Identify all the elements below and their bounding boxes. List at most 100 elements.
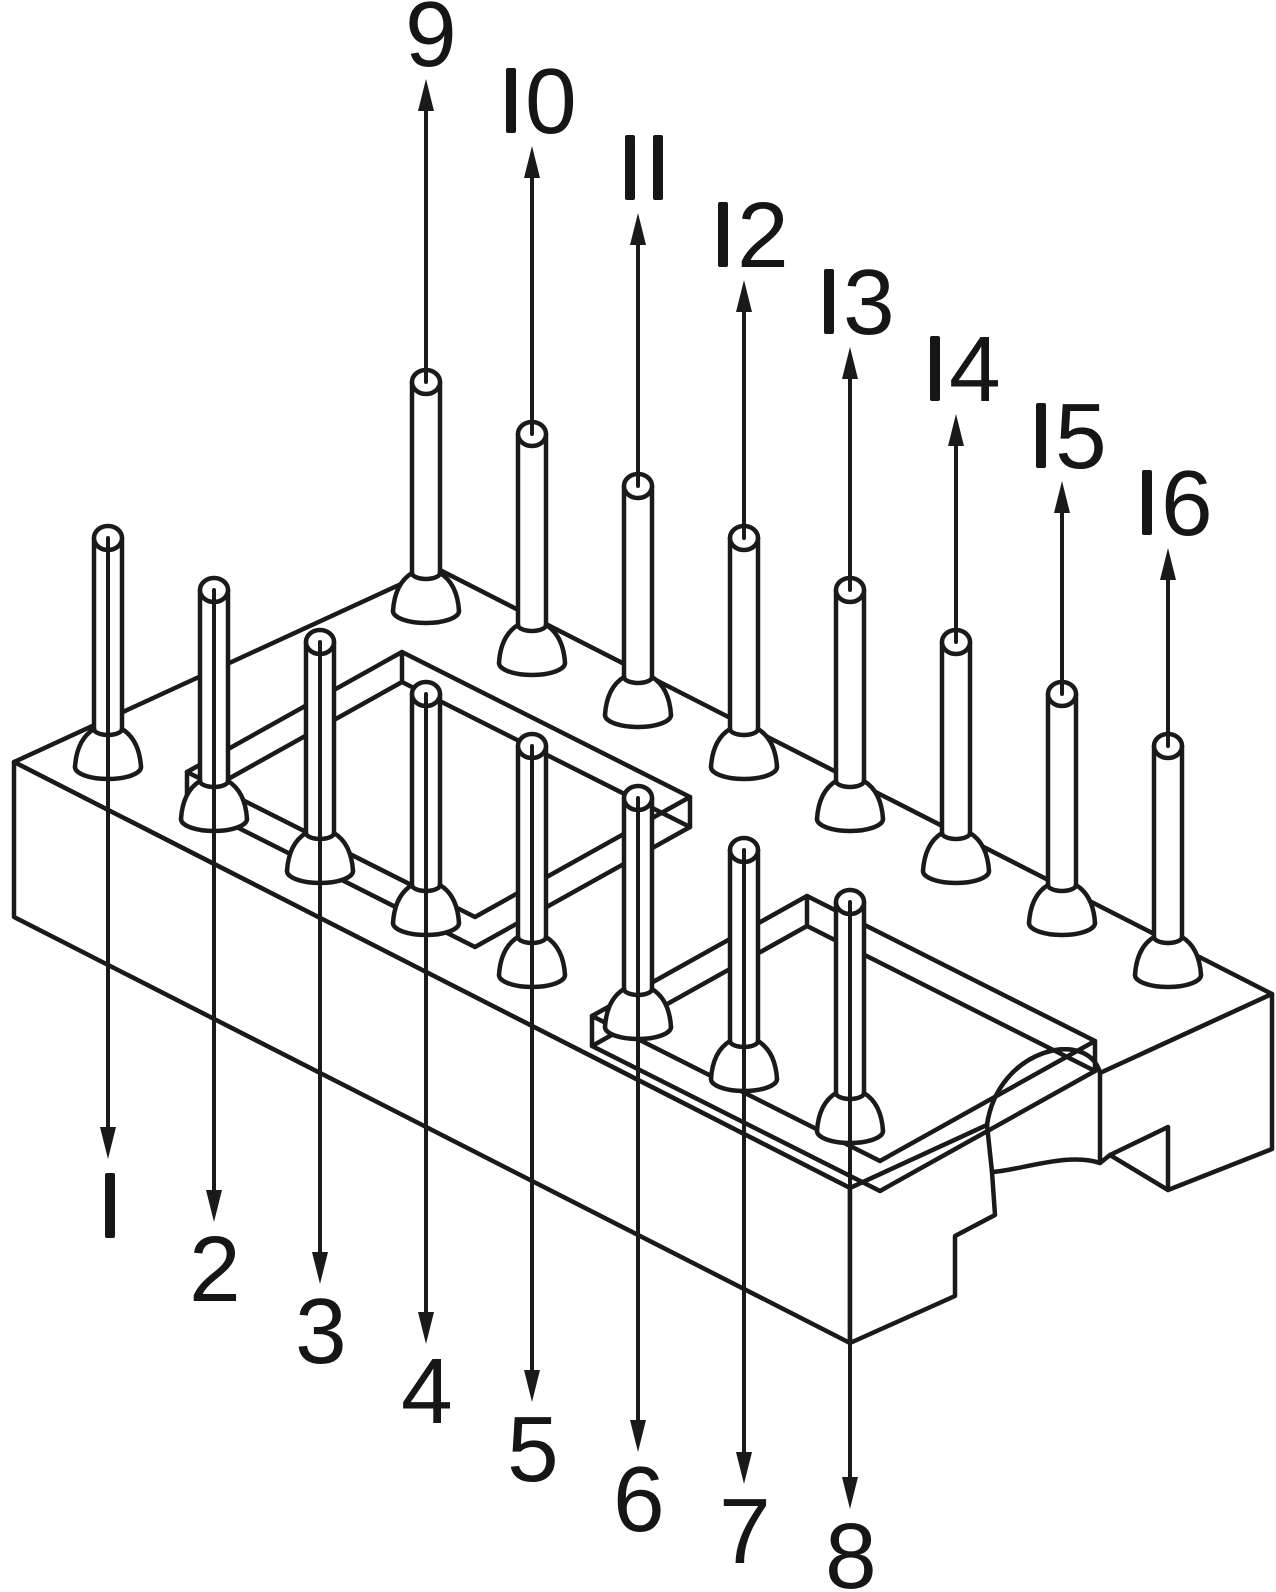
pin-flare-top-arc [833, 778, 867, 790]
pin-flare-left [1026, 882, 1051, 926]
pin-foot-arc [390, 608, 462, 626]
pin-flare-right [1179, 934, 1204, 978]
pin-3-label: 3 [295, 1279, 347, 1383]
pin-flare-right [649, 674, 674, 718]
digit-glyph: 3 [295, 1279, 347, 1383]
pin-foot-arc [602, 712, 674, 730]
pin-flare-left [708, 1038, 733, 1082]
pin-flare-left [1132, 934, 1157, 978]
pin-15 [1026, 679, 1098, 938]
pin-flare-left [814, 1090, 839, 1134]
pin-6-arrow [630, 796, 646, 1452]
pin-silhouette [1029, 682, 1095, 935]
pin-11-arrow [630, 213, 646, 488]
digit-1-bar [718, 202, 728, 267]
digit-glyph: 4 [949, 317, 1001, 421]
pin-12-arrow [736, 280, 752, 540]
pin-10-arrow [524, 146, 540, 436]
pin-foot-arc [708, 764, 780, 782]
pin-silhouette [817, 578, 883, 831]
arrowhead-up [630, 213, 646, 245]
pin-13-arrow [842, 347, 858, 592]
pin-13 [814, 575, 886, 834]
pin-flare-right [543, 622, 568, 666]
pin-flare-right [331, 830, 356, 874]
digit-1-bar [824, 269, 834, 334]
pin-silhouette [393, 370, 459, 623]
pin-flare-top-arc [727, 726, 761, 738]
pin-foot-arc [1026, 920, 1098, 938]
pin-foot-arc [496, 660, 568, 678]
pin-silhouette [1135, 734, 1201, 987]
pin-silhouette [923, 630, 989, 883]
pin-flare-right [543, 934, 568, 978]
arrowhead-down [524, 1370, 540, 1402]
pin-7-label: 7 [719, 1479, 771, 1583]
pin-1-arrow [100, 536, 116, 1159]
pin-14 [920, 627, 992, 886]
pin-3-arrow [312, 640, 328, 1284]
pin-14-label: 4 [930, 317, 1001, 421]
pin-15-label: 5 [1036, 384, 1107, 488]
arrowhead-down [842, 1477, 858, 1509]
pin-13-label: 3 [824, 250, 895, 354]
digit-glyph: 7 [719, 1479, 771, 1583]
digit-glyph: 6 [613, 1447, 665, 1551]
pin-flare-left [496, 934, 521, 978]
digit-glyph: 2 [189, 1217, 241, 1321]
pin-flare-left [602, 986, 627, 1030]
digit-1-bar [1142, 470, 1152, 535]
digit-glyph: 9 [405, 0, 457, 86]
pin-15-arrow [1054, 481, 1070, 696]
pin-foot-arc [814, 816, 886, 834]
pin-flare-left [708, 726, 733, 770]
pin-16-arrow [1160, 548, 1176, 748]
pin-flare-top-arc [621, 674, 655, 686]
arrowhead-down [418, 1312, 434, 1344]
pin-flare-right [225, 778, 250, 822]
digit-1-bar [506, 68, 516, 133]
digit-glyph: 2 [737, 183, 789, 287]
arrowhead-up [842, 347, 858, 379]
arrowhead-down [736, 1452, 752, 1484]
pin-foot-arc [920, 868, 992, 886]
pin-flare-left [920, 830, 945, 874]
arrowhead-down [312, 1252, 328, 1284]
pin-9-arrow [418, 79, 434, 384]
pin-flare-left [178, 778, 203, 822]
digit-glyph: 8 [825, 1504, 877, 1592]
pin-flare-right [437, 570, 462, 614]
digit-1-bar [625, 135, 635, 200]
digit-glyph: 5 [1055, 384, 1107, 488]
arrowhead-up [418, 79, 434, 111]
pin-6-label: 6 [613, 1447, 665, 1551]
pin-flare-right [861, 778, 886, 822]
pin-flare-right [649, 986, 674, 1030]
pin-16-label: 6 [1142, 451, 1213, 555]
digit-1-bar [105, 1173, 115, 1238]
pin-7-arrow [736, 848, 752, 1484]
arrowhead-up [948, 414, 964, 446]
digit-glyph: 4 [401, 1339, 453, 1443]
arrowhead-down [206, 1190, 222, 1222]
pin-foot-arc [1132, 972, 1204, 990]
pin-11 [602, 471, 674, 730]
pin-2-arrow [206, 588, 222, 1222]
digit-1-bar [930, 336, 940, 401]
pin-11-label [625, 135, 663, 200]
pin-5-label: 5 [507, 1397, 559, 1501]
pin-4-label: 4 [401, 1339, 453, 1443]
pin-flare-right [119, 726, 144, 770]
arrowhead-up [524, 146, 540, 178]
digit-1-bar [1036, 403, 1046, 468]
socket-front-right-face [847, 991, 1275, 1346]
pin-5-arrow [524, 744, 540, 1402]
pin-flare-left [284, 830, 309, 874]
pin-flare-left [72, 726, 97, 770]
pin-2-label: 2 [189, 1217, 241, 1321]
pin-flare-top-arc [939, 830, 973, 842]
pin-flare-right [437, 882, 462, 926]
pin-silhouette [711, 526, 777, 779]
